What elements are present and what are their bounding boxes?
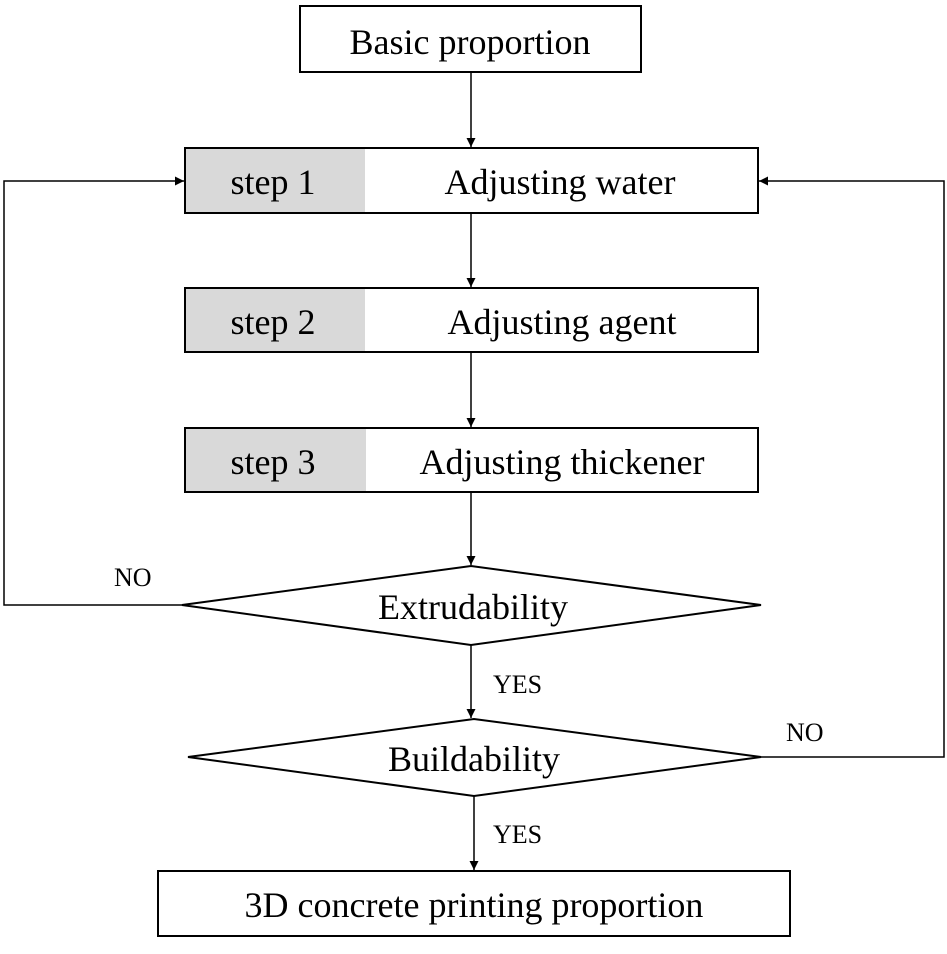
step-1-label: Adjusting water — [445, 162, 676, 202]
step-1-cell — [186, 149, 365, 212]
step-3-tag: step 3 — [231, 442, 316, 482]
extrudability-no-label: NO — [114, 563, 152, 592]
start-label: Basic proportion — [350, 22, 591, 62]
end-label: 3D concrete printing proportion — [245, 885, 704, 925]
start-box — [299, 5, 642, 73]
extrudability-label: Extrudability — [378, 587, 568, 627]
arrow-extrudability-no-loop — [3, 176, 184, 606]
buildability-no-label: NO — [786, 718, 824, 747]
step-1-node: step 1 Adjusting water — [184, 147, 759, 214]
extrudability-diamond — [181, 564, 762, 647]
buildability-decision: Buildability — [187, 717, 762, 798]
end-node: 3D concrete printing proportion — [157, 870, 791, 937]
step-1-tag: step 1 — [231, 162, 316, 202]
extrudability-yes-label: YES — [493, 670, 542, 699]
end-box — [157, 870, 791, 937]
step-3-label: Adjusting thickener — [420, 442, 705, 482]
arrow-buildability-no-loop — [759, 176, 945, 758]
step-2-label: Adjusting agent — [448, 302, 677, 342]
buildability-yes-label: YES — [493, 820, 542, 849]
step-3-cell — [186, 429, 366, 491]
step-3-node: step 3 Adjusting thickener — [184, 427, 759, 493]
start-node: Basic proportion — [299, 5, 642, 73]
step-2-tag: step 2 — [231, 302, 316, 342]
step-2-cell — [186, 289, 365, 351]
step-2-node: step 2 Adjusting agent — [184, 287, 759, 353]
buildability-label: Buildability — [388, 739, 560, 779]
extrudability-decision: Extrudability — [181, 564, 762, 647]
